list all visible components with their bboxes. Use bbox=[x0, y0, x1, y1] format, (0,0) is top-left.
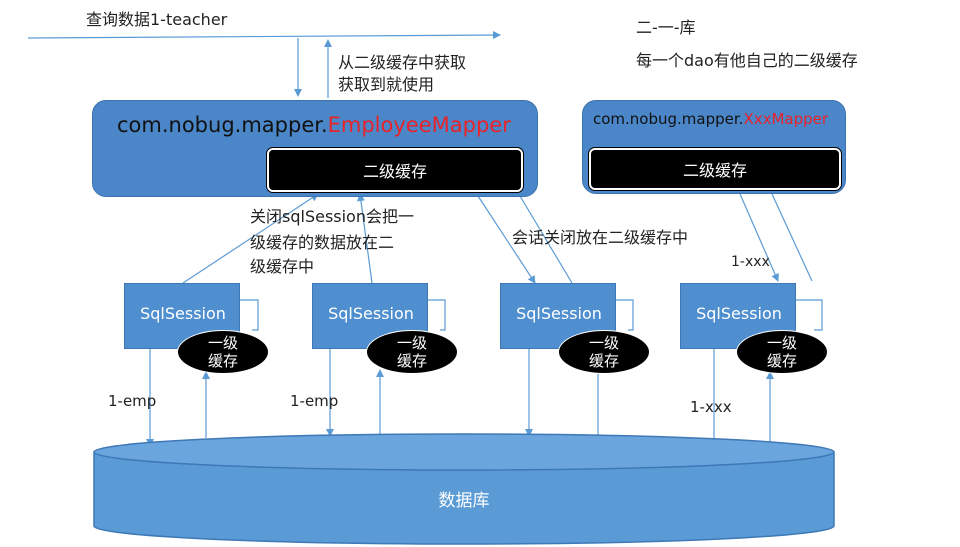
cache1-3: 一级缓存 bbox=[558, 330, 650, 374]
sqlsession-2-label: SqlSession bbox=[328, 304, 414, 323]
session3-return-line bbox=[519, 195, 573, 284]
cache1-2-label: 一级缓存 bbox=[396, 334, 427, 370]
sqlsession-3-label: SqlSession bbox=[516, 304, 602, 323]
xxx-cache2: 二级缓存 bbox=[589, 148, 841, 190]
query-line bbox=[27, 31, 501, 40]
session4-loop bbox=[793, 299, 823, 331]
cache1-4: 一级缓存 bbox=[736, 330, 828, 374]
cache1-1-label: 一级缓存 bbox=[207, 334, 238, 370]
session1-query-label: 1-emp bbox=[108, 392, 157, 410]
cache1-4-label: 一级缓存 bbox=[766, 334, 797, 370]
close-note-line2: 级缓存的数据放在二 bbox=[250, 233, 395, 252]
database-cylinder bbox=[93, 433, 835, 545]
session2-to-cache2 bbox=[356, 193, 373, 284]
xxx-cache2-label: 二级缓存 bbox=[682, 161, 747, 180]
session1-loop bbox=[238, 299, 259, 331]
close-note-line3: 级缓存中 bbox=[250, 257, 315, 276]
cache1-1: 一级缓存 bbox=[177, 330, 269, 374]
xxxcache-to-session4 bbox=[739, 193, 779, 282]
session1-to-cache2 bbox=[182, 193, 319, 284]
close-note-line1: 关闭sqlSession会把一 bbox=[250, 207, 414, 226]
employee-mapper-name: EmployeeMapper bbox=[327, 113, 511, 137]
note-top-right-line2: 每一个dao有他自己的二级缓存 bbox=[636, 51, 858, 70]
employee-mapper-title: com.nobug.mapper.EmployeeMapper bbox=[117, 113, 511, 137]
employee-cache2-label: 二级缓存 bbox=[362, 162, 427, 181]
session4-return-line bbox=[771, 193, 813, 282]
cache1-3-label: 一级缓存 bbox=[588, 334, 619, 370]
database-label: 数据库 bbox=[438, 491, 490, 511]
sqlsession-3: SqlSession bbox=[500, 283, 616, 349]
sqlsession-1: SqlSession bbox=[124, 283, 240, 349]
sqlsession-4-label: SqlSession bbox=[696, 304, 782, 323]
xxx-mapper-box: com.nobug.mapper.XxxMapper 二级缓存 bbox=[582, 100, 846, 194]
xxx-mapper-name: XxxMapper bbox=[743, 110, 829, 128]
cache2-to-session3 bbox=[477, 195, 536, 284]
session2-query-label: 1-emp bbox=[290, 392, 339, 410]
fetch-note-line1: 从二级缓存中获取 bbox=[338, 53, 467, 72]
sqlsession-2: SqlSession bbox=[312, 283, 428, 349]
query-label: 查询数据1-teacher bbox=[86, 10, 228, 29]
cache1-2: 一级缓存 bbox=[366, 330, 458, 374]
employee-mapper-prefix: com.nobug.mapper. bbox=[117, 113, 328, 137]
session-close-note: 会话关闭放在二级缓存中 bbox=[512, 228, 689, 247]
session4-query-label: 1-xxx bbox=[690, 398, 732, 416]
xxx-mapper-prefix: com.nobug.mapper. bbox=[593, 110, 744, 128]
employee-cache2: 二级缓存 bbox=[267, 148, 523, 192]
session2-loop bbox=[425, 299, 446, 331]
xxx-top-label: 1-xxx bbox=[731, 254, 770, 270]
sqlsession-1-label: SqlSession bbox=[140, 304, 226, 323]
fetch-note-line2: 获取到就使用 bbox=[338, 75, 435, 94]
employee-mapper-box: com.nobug.mapper.EmployeeMapper 二级缓存 bbox=[92, 100, 538, 197]
session3-loop bbox=[613, 299, 634, 331]
xxx-mapper-title: com.nobug.mapper.XxxMapper bbox=[593, 110, 828, 128]
note-top-right-line1: 二-一-库 bbox=[636, 18, 696, 37]
